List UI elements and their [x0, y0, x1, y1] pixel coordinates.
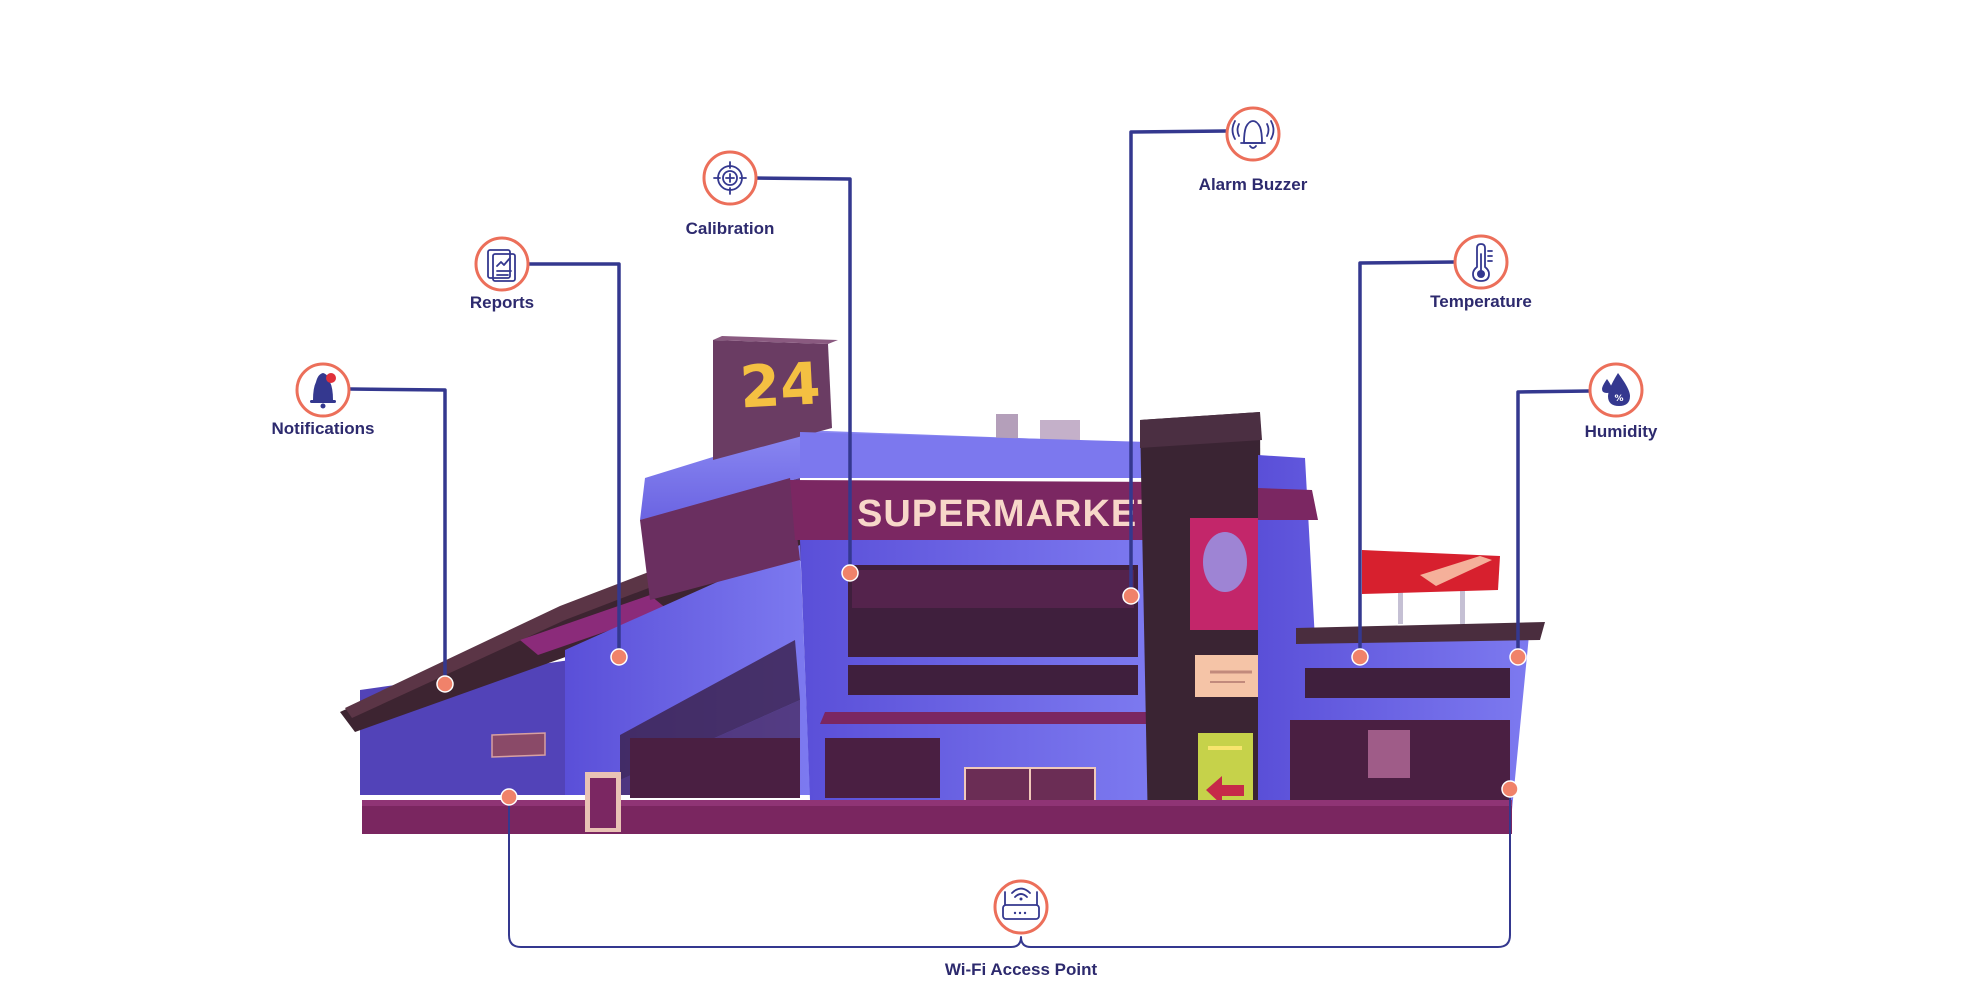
sensor-dot-reports[interactable] [610, 648, 628, 666]
alarm-buzzer-leader [1129, 129, 1228, 595]
sensor-dots [436, 564, 1527, 806]
sensor-dot-calibration[interactable] [841, 564, 859, 582]
rooftop-billboard [1362, 550, 1500, 624]
report-chart-icon [487, 249, 516, 282]
feature-label-alarm-buzzer: Alarm Buzzer [1199, 175, 1308, 194]
feature-label-notifications: Notifications [272, 419, 375, 438]
sensor-dot-wifi-left[interactable] [500, 788, 518, 806]
feature-label-wifi-access-point: Wi-Fi Access Point [945, 960, 1098, 979]
sensor-dot-humidity[interactable] [1509, 648, 1527, 666]
notifications-leader [349, 387, 447, 684]
supermarket-building: 24 SUPERMARKET [340, 336, 1545, 834]
hours-sign: 24 [713, 336, 838, 460]
calibration-leader [751, 176, 852, 572]
feature-label-humidity: Humidity [1585, 422, 1658, 441]
left-wing-vent [491, 732, 546, 758]
feature-label-calibration: Calibration [686, 219, 775, 238]
svg-text:%: % [1614, 394, 1623, 404]
sensor-dot-notifications[interactable] [436, 675, 454, 693]
humidity-leader [1516, 389, 1591, 656]
supermarket-sign: SUPERMARKET [790, 480, 1161, 540]
thermometer-icon [1472, 243, 1493, 282]
feature-label-reports: Reports [470, 293, 534, 312]
feature-wifi-access-point[interactable]: Wi-Fi Access Point [945, 879, 1098, 979]
sensor-dot-temperature[interactable] [1351, 648, 1369, 666]
water-drop-percent-icon: % [1602, 373, 1630, 406]
feature-humidity[interactable]: % Humidity [1585, 362, 1658, 441]
feature-alarm-buzzer[interactable]: Alarm Buzzer [1199, 106, 1308, 194]
leader-lines [349, 129, 1591, 948]
crosshair-icon [713, 161, 747, 195]
feature-reports[interactable]: Reports [470, 236, 534, 312]
alarm-bell-icon [1231, 120, 1275, 149]
temperature-leader [1358, 260, 1456, 656]
supermarket-sign-text: SUPERMARKET [857, 493, 1161, 535]
reports-leader [528, 262, 621, 656]
feature-label-temperature: Temperature [1430, 292, 1532, 311]
feature-notifications[interactable]: Notifications [272, 362, 375, 438]
feature-temperature[interactable]: Temperature [1430, 234, 1532, 311]
wifi-router-icon [1002, 887, 1040, 920]
hours-sign-text: 24 [738, 349, 822, 421]
sensor-dot-alarm-buzzer[interactable] [1122, 587, 1140, 605]
wifi-network-line [508, 790, 1511, 948]
feature-calibration[interactable]: Calibration [686, 150, 775, 238]
sensor-dot-wifi-right[interactable] [1501, 780, 1519, 798]
bell-icon [310, 373, 336, 409]
